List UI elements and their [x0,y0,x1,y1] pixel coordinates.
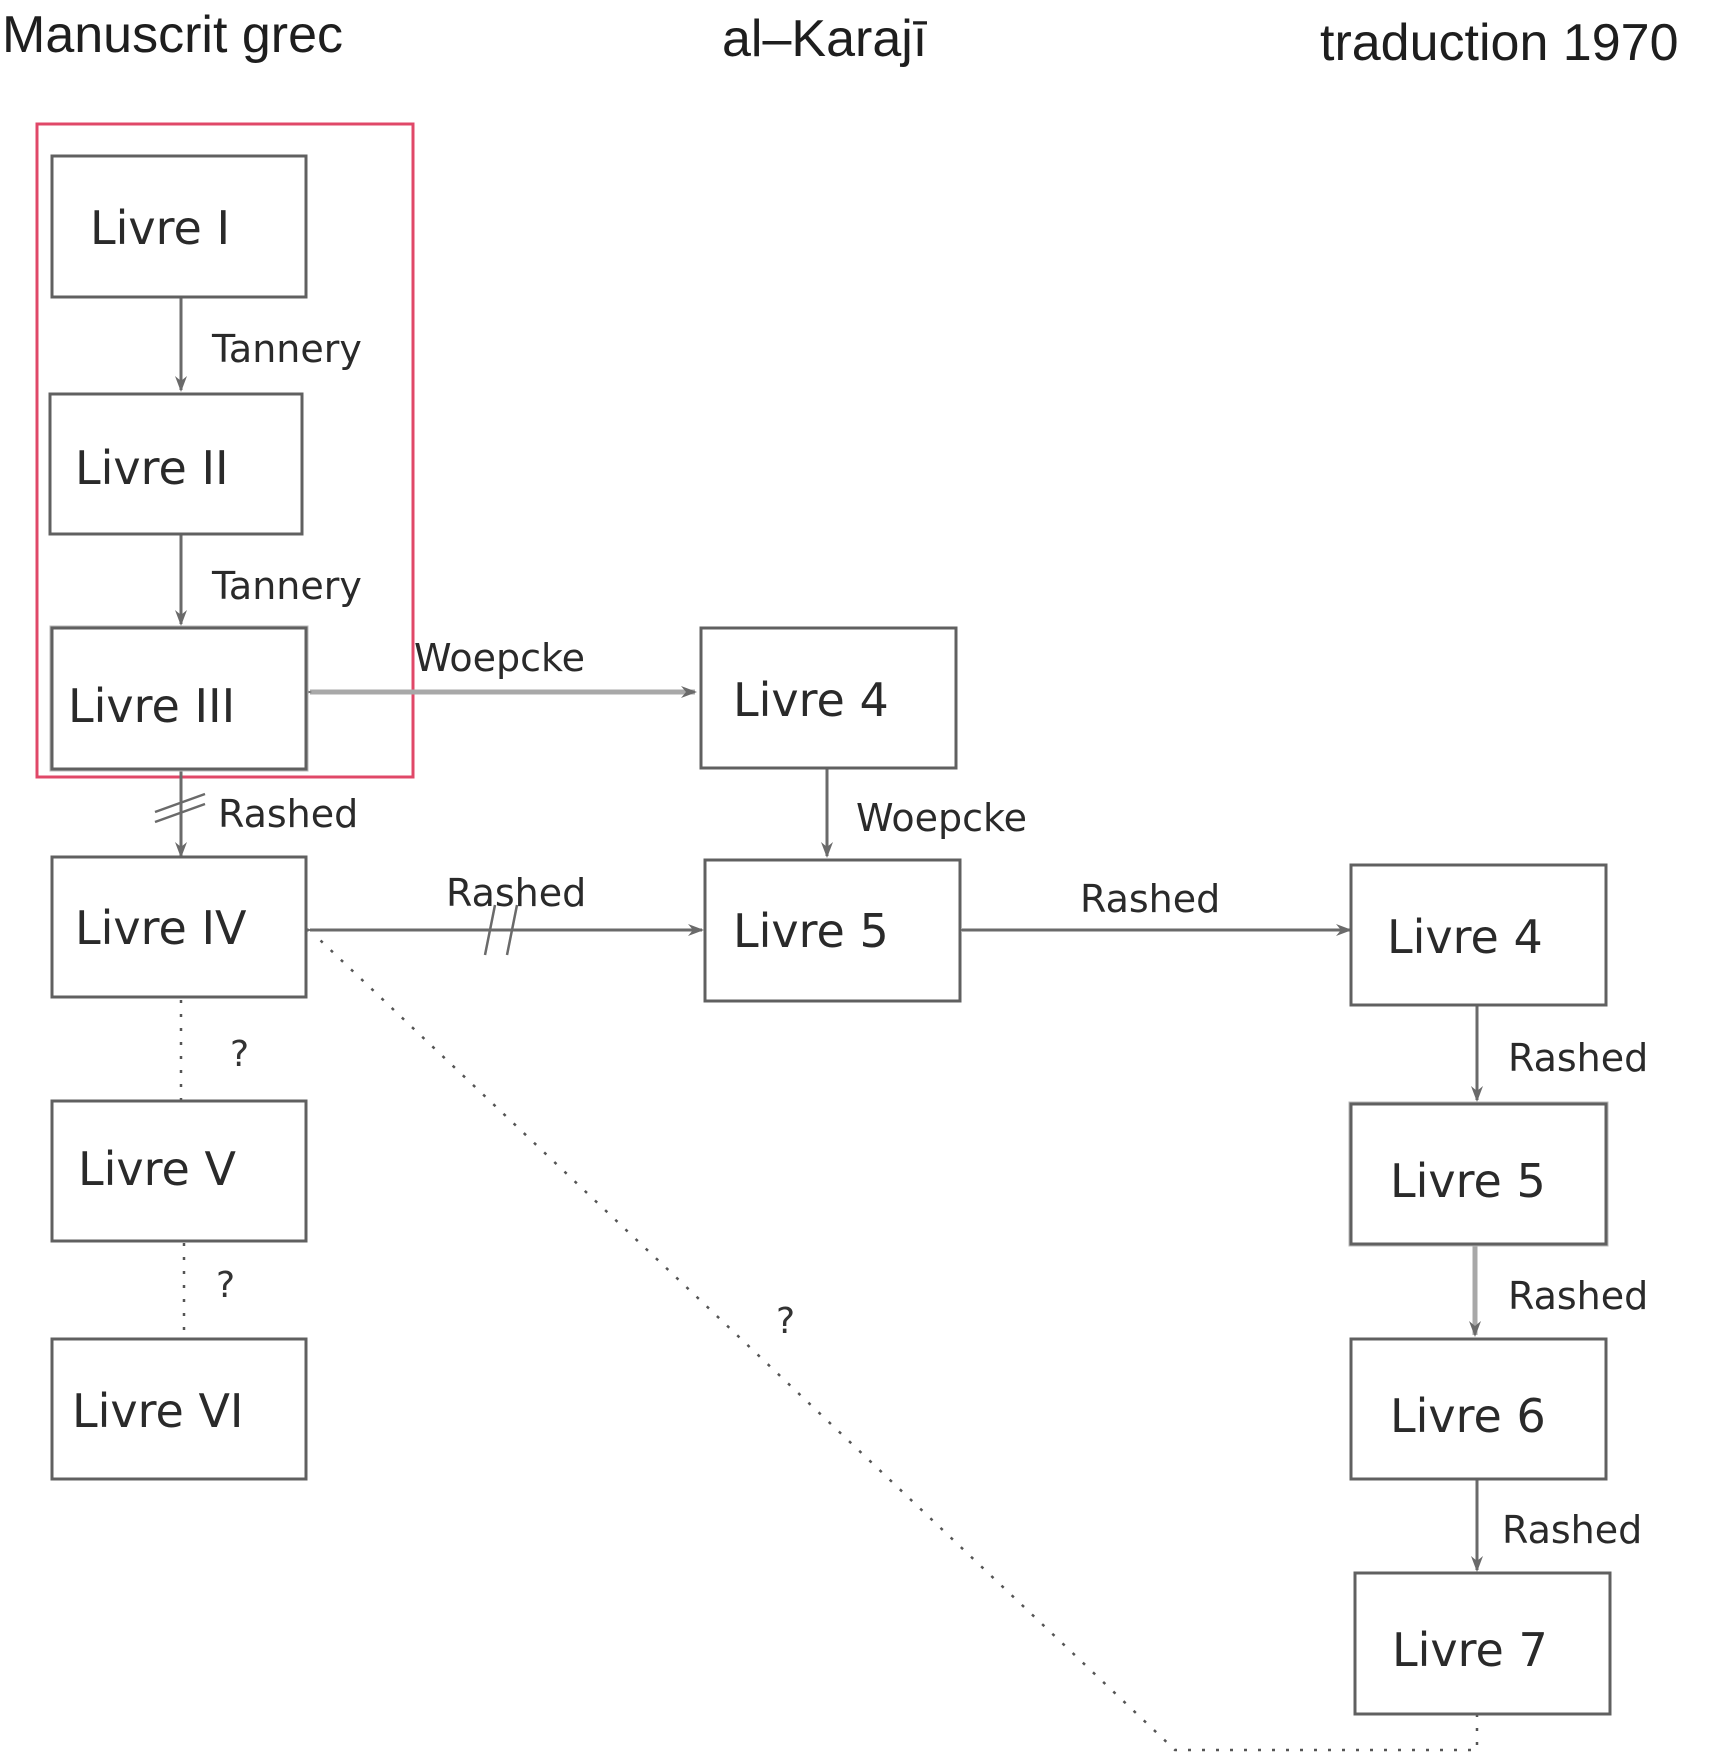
edge-label-tannery-1: Tannery [211,327,362,371]
break-mark-rashed [154,792,206,824]
box-livre-vi: Livre VI [50,1337,308,1481]
box-livre-i-label: Livre I [90,201,230,255]
box-livre-v: Livre V [50,1099,308,1243]
box-livre-ii: Livre II [48,392,304,536]
box-karaji-livre-4: Livre 4 [699,626,958,770]
edge-translation-7-to-livre-iv-uncertain [319,939,1479,1752]
box-translation-livre-5: Livre 5 [1348,1101,1609,1247]
box-karaji-livre-5-label: Livre 5 [733,904,889,958]
edge-label-rashed-iv-5: Rashed [446,871,586,915]
edge-label-rashed-t6-t7: Rashed [1502,1508,1642,1552]
highlight-frame [35,122,415,779]
box-translation-livre-7-label: Livre 7 [1392,1623,1548,1677]
column-title-greek: Manuscrit grec [2,6,343,64]
edge-label-rashed-5-4: Rashed [1080,877,1220,921]
box-livre-iv-label: Livre IV [75,901,247,955]
box-translation-livre-4-label: Livre 4 [1387,910,1543,964]
box-translation-livre-6: Livre 6 [1349,1337,1608,1481]
edge-label-rashed-iii-iv: Rashed [218,792,358,836]
box-karaji-livre-5: Livre 5 [703,858,962,1003]
edge-label-question-2: ? [216,1265,235,1306]
break-mark-rashed-horizontal [483,904,519,956]
box-livre-i: Livre I [50,154,308,299]
box-livre-iv: Livre IV [50,855,308,999]
edge-label-question-3: ? [776,1301,795,1342]
box-karaji-livre-4-label: Livre 4 [733,673,889,727]
edge-label-woepcke-horizontal: Woepcke [414,636,585,680]
column-title-karaji: al–Karajī [722,10,928,68]
box-translation-livre-5-label: Livre 5 [1390,1154,1546,1208]
edge-label-tannery-2: Tannery [211,564,362,608]
box-translation-livre-6-label: Livre 6 [1390,1389,1546,1443]
box-livre-vi-label: Livre VI [72,1384,244,1438]
edge-label-woepcke-vertical: Woepcke [856,796,1027,840]
column-title-translation: traduction 1970 [1320,14,1679,72]
edge-label-question-1: ? [230,1034,249,1075]
box-translation-livre-4: Livre 4 [1349,863,1608,1007]
box-livre-iii-label: Livre III [68,679,235,733]
box-translation-livre-7: Livre 7 [1353,1571,1612,1716]
box-livre-iii: Livre III [49,625,309,772]
box-livre-v-label: Livre V [78,1142,236,1196]
box-livre-ii-label: Livre II [75,441,229,495]
edge-label-rashed-t4-t5: Rashed [1508,1036,1648,1080]
edge-label-rashed-t5-t6: Rashed [1508,1274,1648,1318]
